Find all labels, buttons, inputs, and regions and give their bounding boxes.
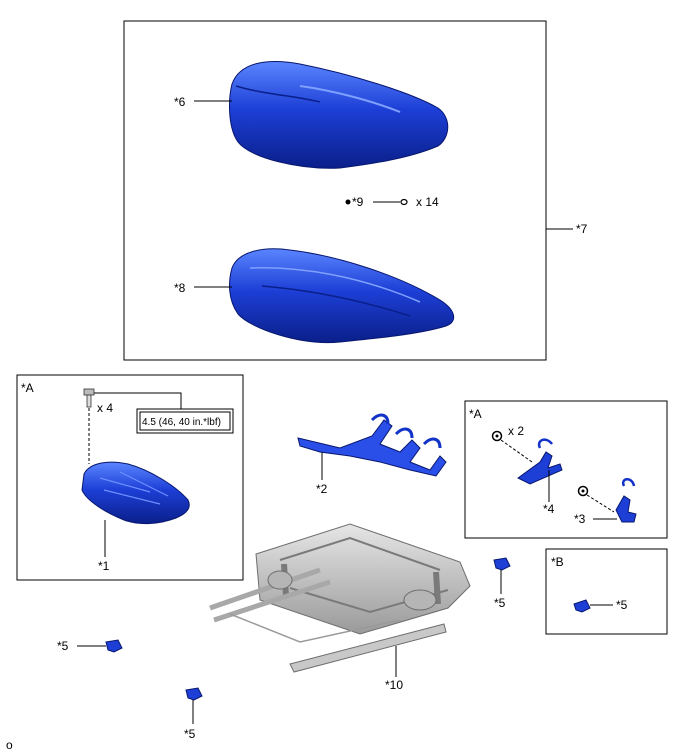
label-part-5-upper-right: *5 bbox=[494, 596, 506, 610]
bracket-part-3 bbox=[615, 478, 637, 523]
torque-box-inner bbox=[139, 411, 231, 431]
quantity-clip: x 2 bbox=[508, 424, 524, 438]
clip-part-5-lower-left bbox=[105, 639, 123, 653]
seat-cushion-pan-part-1 bbox=[81, 461, 190, 525]
label-part-6: *6 bbox=[174, 95, 186, 109]
label-part-5-bottom: *5 bbox=[184, 727, 196, 741]
label-part-4: *4 bbox=[543, 502, 555, 516]
bolt-icon bbox=[83, 388, 95, 408]
label-part-7: *7 bbox=[576, 222, 588, 236]
seat-cushion-pad-part-8 bbox=[229, 248, 455, 344]
view-a-left-box bbox=[16, 374, 244, 581]
torque-spec: 4.5 (46, 40 in.*lbf) bbox=[142, 417, 221, 428]
clip-part-5-upper-right bbox=[493, 557, 511, 571]
clip-icon-upper-center bbox=[495, 434, 499, 438]
hog-ring-icon bbox=[400, 198, 408, 206]
clip-part-5-view-b bbox=[573, 599, 591, 613]
torque-box-outer bbox=[136, 408, 234, 434]
label-part-5-lower-left: *5 bbox=[57, 639, 69, 653]
bracket-part-4 bbox=[517, 438, 563, 485]
clip-icon-lower-center bbox=[581, 489, 585, 493]
label-part-8: *8 bbox=[174, 281, 186, 295]
view-b-box bbox=[545, 548, 668, 635]
corner-mark: o bbox=[6, 738, 13, 752]
wire-spring-part-2 bbox=[297, 413, 447, 477]
hog-ring-dot-part-9 bbox=[345, 199, 351, 205]
label-view-a-right: *A bbox=[469, 407, 482, 421]
quantity-bolt: x 4 bbox=[97, 401, 113, 415]
label-part-10: *10 bbox=[385, 678, 403, 692]
clip-part-5-bottom bbox=[185, 687, 203, 701]
dashed-install-line-clip-lower bbox=[586, 494, 615, 513]
quantity-part-9: x 14 bbox=[416, 195, 439, 209]
leader-torque bbox=[94, 392, 182, 409]
label-view-a-left: *A bbox=[21, 381, 34, 395]
label-view-b: *B bbox=[551, 555, 564, 569]
seat-cushion-cover-part-6 bbox=[229, 61, 449, 169]
dashed-install-line-clip-upper bbox=[500, 439, 533, 463]
label-part-9: *9 bbox=[352, 195, 364, 209]
label-part-2: *2 bbox=[316, 482, 328, 496]
cushion-assembly-box bbox=[123, 20, 547, 361]
label-part-5-view-b: *5 bbox=[616, 598, 628, 612]
view-a-right-box bbox=[464, 400, 668, 539]
seat-frame-part-10 bbox=[209, 523, 471, 673]
label-part-1: *1 bbox=[98, 559, 110, 573]
label-part-3: *3 bbox=[574, 512, 586, 526]
